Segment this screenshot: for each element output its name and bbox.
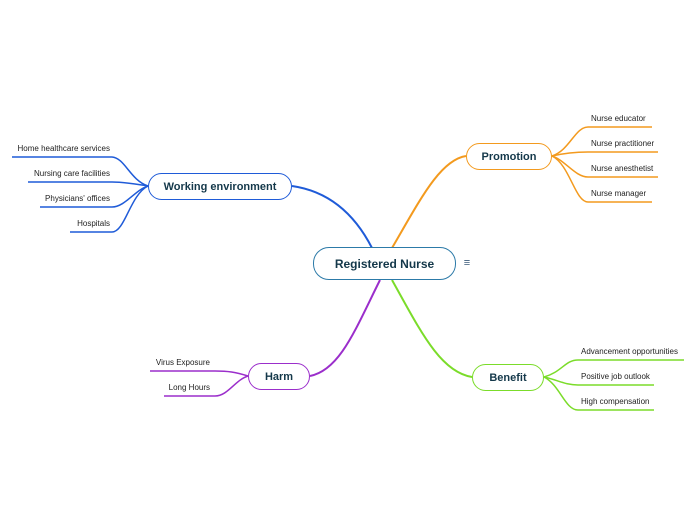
topic-harm-label: Harm [264,370,294,383]
leaf-physicians-offices[interactable]: Physicians' offices [45,194,110,203]
leaf-virus-exposure[interactable]: Virus Exposure [155,358,210,367]
connector-we-leaf-1 [12,156,149,187]
connector-harm-leaf-2 [164,375,249,397]
leaf-high-compensation[interactable]: High compensation [581,397,650,406]
topic-benefit-label: Benefit [489,371,527,384]
leaf-hospitals[interactable]: Hospitals [77,219,110,228]
central-topic-label: Registered Nurse [334,256,435,271]
topic-harm[interactable]: Harm [248,363,310,390]
connector-promo-leaf-1 [551,126,652,157]
topic-working-environment[interactable]: Working environment [148,173,292,200]
topic-promotion[interactable]: Promotion [466,143,552,170]
leaf-nurse-educator[interactable]: Nurse educator [591,114,646,123]
leaf-positive-job-outlook[interactable]: Positive job outlook [581,372,650,381]
connector-harm-leaf-1 [150,370,249,377]
leaf-long-hours[interactable]: Long Hours [168,383,210,392]
notes-icon[interactable]: ≡ [463,257,471,269]
connector-we-leaf-2 [28,181,149,187]
central-topic[interactable]: Registered Nurse [313,247,456,280]
connector-promo-leaf-2 [551,151,658,157]
connector-promo-leaf-4 [551,155,652,203]
connector-benefit-leaf-3 [543,376,654,411]
connector-central-benefit [391,279,473,378]
connector-we-leaf-4 [70,185,149,233]
leaf-advancement-opportunities[interactable]: Advancement opportunities [581,347,678,356]
connector-central-harm [309,279,381,377]
topic-working-environment-label: Working environment [163,180,277,193]
leaf-home-healthcare-services[interactable]: Home healthcare services [17,144,110,153]
leaf-nursing-care-facilities[interactable]: Nursing care facilities [33,169,110,178]
connector-central-working-environment [291,185,373,249]
connector-benefit-leaf-2 [543,376,654,386]
topic-promotion-label: Promotion [481,150,537,163]
leaf-nurse-manager[interactable]: Nurse manager [591,189,647,198]
leaf-nurse-practitioner[interactable]: Nurse practitioner [591,139,655,148]
connector-central-promotion [391,155,467,249]
leaf-nurse-anesthetist[interactable]: Nurse anesthetist [591,164,654,173]
connector-benefit-leaf-1 [543,359,684,378]
topic-benefit[interactable]: Benefit [472,364,544,391]
